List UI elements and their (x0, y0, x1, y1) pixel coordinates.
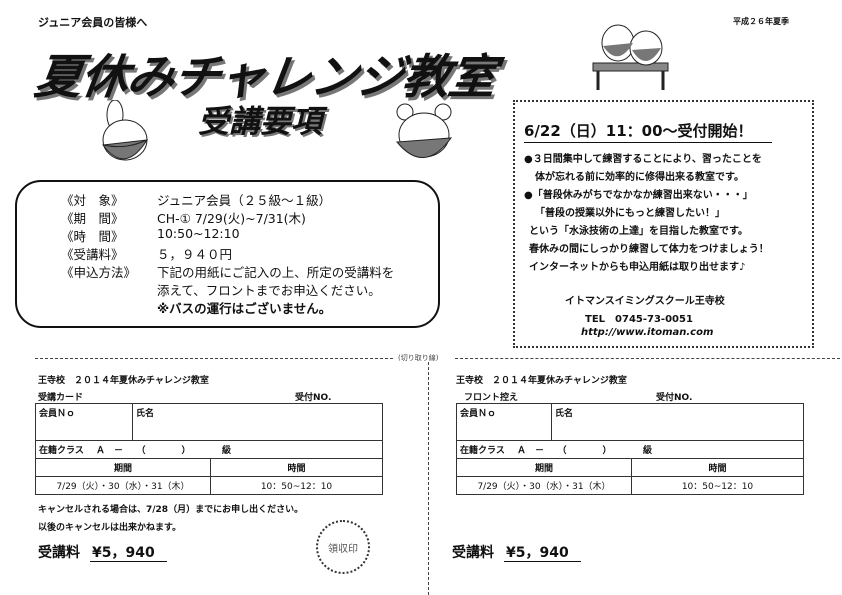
detail-label: 《申込方法》 (61, 265, 137, 280)
class-field[interactable]: 在籍クラス Ａ － （ ） 級 (35, 440, 383, 459)
website-link[interactable]: http://www.itoman.com (581, 327, 714, 338)
mascot-rabbit-watermelon-icon (102, 100, 148, 161)
notice-line: 「普段の授業以外にもっと練習したい！」 (535, 208, 725, 219)
cancel-note: 以後のキャンセルは出来かねます。 (38, 523, 182, 533)
period-value: 7/29（火）・30（水）・31（木） (456, 476, 632, 495)
fee-label: 受講料 (452, 545, 494, 561)
fee-amount: ¥5，940 (504, 545, 581, 562)
detail-value: CH-① 7/29(火)~7/31(木) (157, 211, 306, 226)
form-type: フロント控え (464, 393, 519, 403)
cut-line (35, 358, 393, 359)
cancel-note: キャンセルされる場合は、7/28（月）までにお申し出ください。 (38, 505, 304, 515)
page-subtitle: 受講要項 (198, 104, 322, 140)
detail-label: 《対 象》 (61, 193, 124, 208)
notice-line: 春休みの間にしっかり練習して体力をつけましょう！ (529, 244, 769, 255)
mascots-on-bench-icon (592, 24, 669, 90)
time-value: 10：50~12：10 (210, 476, 383, 495)
vertical-cut-line (428, 362, 429, 595)
detail-value: 10:50~12:10 (157, 226, 240, 241)
time-value: 10：50~12：10 (631, 476, 804, 495)
fee-amount: ¥5，940 (90, 545, 167, 562)
form-type: 受講カード (38, 393, 84, 403)
form-title: 王寺校 ２０１４年夏休みチャレンジ教室 (456, 376, 627, 386)
receipt-stamp-area: 領収印 (316, 520, 370, 574)
bus-note: ※バスの運行はございません。 (157, 301, 332, 316)
class-field[interactable]: 在籍クラス Ａ － （ ） 級 (456, 440, 804, 459)
time-header: 時間 (631, 458, 804, 477)
period-header: 期間 (456, 458, 632, 477)
detail-value: 下記の用紙にご記入の上、所定の受講料を (157, 265, 395, 280)
period-header: 期間 (35, 458, 211, 477)
detail-value: ５，９４０円 (157, 247, 233, 262)
notice-line: インターネットからも申込用紙は取り出せます♪ (529, 262, 746, 273)
member-no-field[interactable]: 会員Ｎｏ (35, 403, 133, 441)
receipt-number-label: 受付NO. (295, 393, 332, 403)
time-header: 時間 (210, 458, 383, 477)
fee-row: 受講料 ¥5，940 (452, 542, 581, 562)
notice-line: という「水泳技術の上達」を目指した教室です。 (529, 226, 748, 237)
member-no-field[interactable]: 会員Ｎｏ (456, 403, 552, 441)
notice-line: ●３日間集中して練習することにより、習ったことを (524, 154, 762, 165)
detail-label: 《受講料》 (61, 247, 124, 262)
form-title: 王寺校 ２０１４年夏休みチャレンジ教室 (38, 376, 209, 386)
detail-label: 《期 間》 (61, 211, 124, 226)
fee-label: 受講料 (38, 545, 80, 561)
name-field[interactable]: 氏名 (132, 403, 383, 441)
mascot-bear-watermelon-icon (396, 103, 453, 159)
detail-value: ジュニア会員（２５級～１級） (157, 193, 332, 208)
notice-line: ●「普段休みがちでなかなか練習出来ない・・・」 (524, 190, 753, 201)
detail-label: 《時 間》 (61, 229, 124, 244)
season-label: 平成２６年夏季 (733, 17, 789, 26)
detail-value: 添えて、フロントまでお申込ください。 (157, 283, 381, 298)
notice-box: 6/22（日）11：00～受付開始！ ●３日間集中して練習することにより、習った… (513, 100, 814, 348)
company-name: イトマンスイミングスクール王寺校 (565, 296, 725, 307)
notice-line: 体が忘れる前に効率的に修得出来る教室です。 (535, 172, 744, 183)
greeting: ジュニア会員の皆様へ (38, 16, 148, 29)
course-details-box: 《対 象》 ジュニア会員（２５級～１級） 《期 間》 CH-① 7/29(火)~… (15, 180, 440, 328)
receipt-number-label: 受付NO. (656, 393, 693, 403)
registration-start-headline: 6/22（日）11：00～受付開始！ (524, 120, 772, 143)
cut-line-label: (切り取り線) (398, 354, 439, 362)
phone-number: TEL 0745-73-0051 (585, 314, 693, 325)
fee-row: 受講料 ¥5，940 (38, 542, 167, 562)
cut-line (455, 358, 840, 359)
name-field[interactable]: 氏名 (551, 403, 804, 441)
period-value: 7/29（火）・30（水）・31（木） (35, 476, 211, 495)
